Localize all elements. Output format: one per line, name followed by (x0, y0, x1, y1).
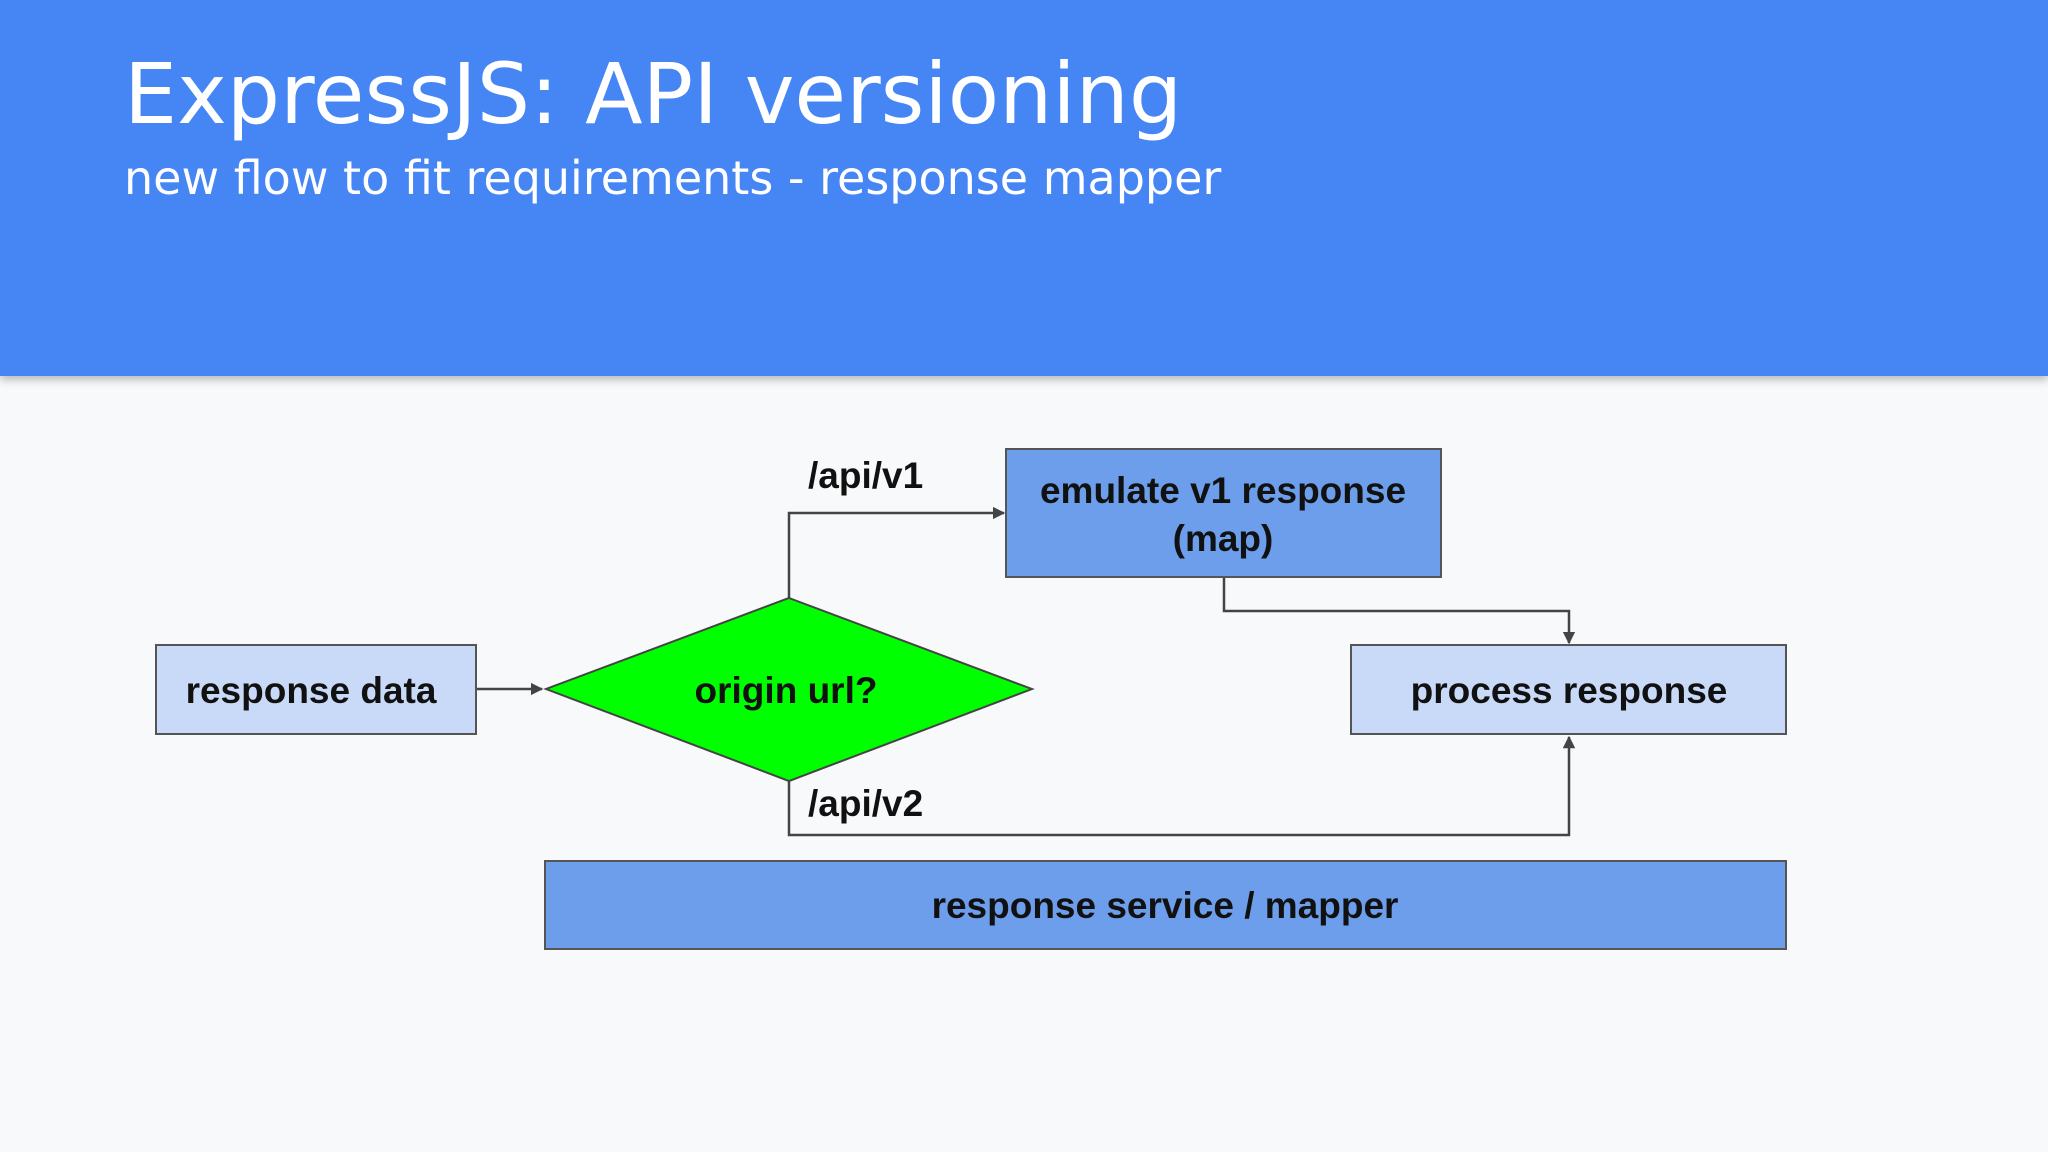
node-emulate-v1-response: emulate v1 response (map) (1005, 448, 1442, 578)
node-response-service-label: response service / mapper (932, 885, 1399, 926)
slide-header: ExpressJS: API versioning new flow to fi… (0, 0, 2048, 376)
edge-label-api-v1: /api/v1 (808, 455, 923, 496)
slide-title: ExpressJS: API versioning (124, 45, 1183, 143)
slide-subtitle: new flow to fit requirements - response … (124, 151, 1222, 205)
edge-label-api-v2: /api/v2 (808, 783, 923, 824)
node-response-service-mapper: response service / mapper (544, 860, 1787, 950)
edge-decision-to-emulate-v1 (787, 506, 1006, 598)
node-origin-url-decision: origin url? (543, 596, 1035, 783)
edge-decision-to-process-v2 (787, 735, 1576, 837)
node-process-response-label: process response (1411, 670, 1728, 711)
node-emulate-v1-label-line1: emulate v1 response (1040, 470, 1406, 511)
node-process-response: process response (1350, 644, 1787, 735)
node-response-data-label: response data (186, 670, 437, 711)
node-emulate-v1-label-line2: (map) (1173, 518, 1274, 559)
node-origin-url-label: origin url? (695, 670, 878, 711)
edge-emulate-v1-to-process (1222, 578, 1576, 645)
node-response-data: response data (155, 644, 477, 735)
